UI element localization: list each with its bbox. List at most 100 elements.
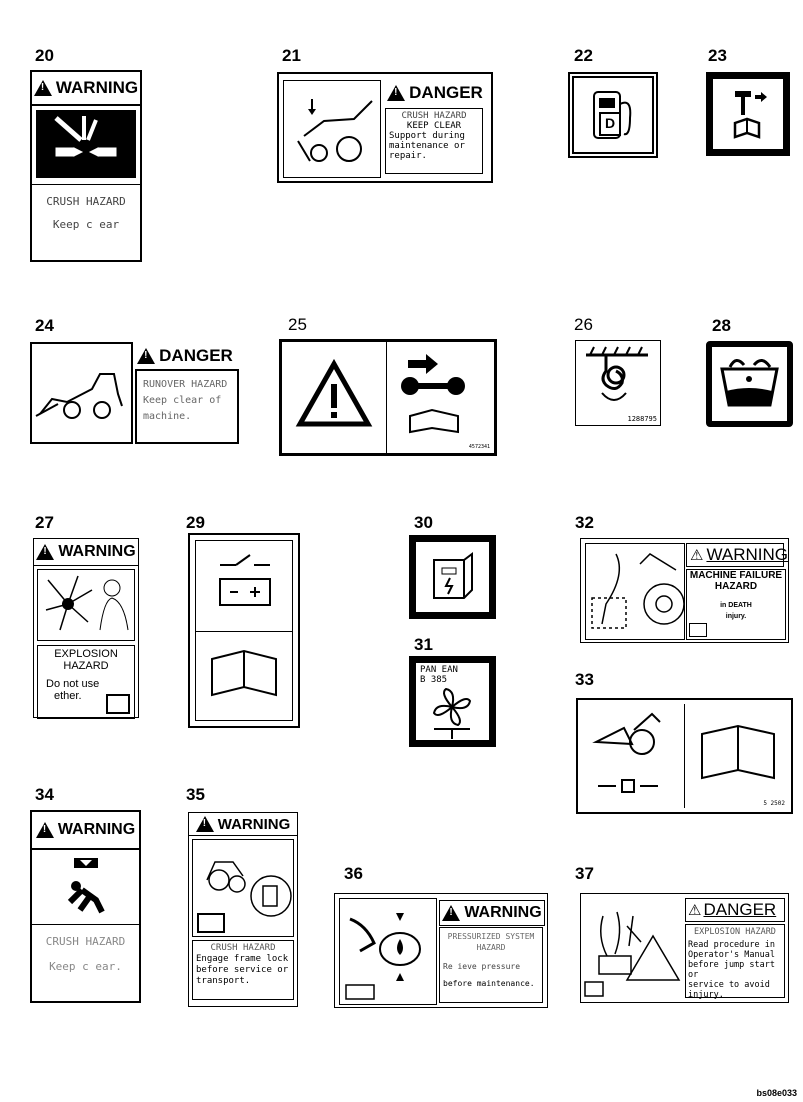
- instruction-line: before service or: [196, 965, 289, 975]
- instruction-line: transport.: [196, 976, 251, 986]
- danger-header: DANGER: [383, 80, 487, 106]
- header-text: DANGER: [159, 346, 233, 365]
- battery-switch-icon: [219, 554, 271, 606]
- decal-25-read-manual: 4572341: [279, 339, 497, 456]
- header-text: DANGER: [409, 83, 483, 102]
- book-icon: [211, 649, 277, 697]
- label-number: 29: [186, 513, 205, 532]
- decal-24-runover-text: RUNOVER HAZARD Keep clear of machine.: [135, 369, 239, 444]
- book-icon: [689, 623, 707, 637]
- crush-pictogram: [36, 110, 136, 178]
- label-number: 35: [186, 785, 205, 804]
- hazard-title: MACHINE FAILURE: [689, 570, 783, 581]
- decal-33-bucket-clearance: 5 2502: [576, 698, 793, 814]
- hazard-title: CRUSH HAZARD: [46, 195, 126, 208]
- hazard-title: CRUSH HAZARD: [401, 111, 467, 121]
- decal-22-diesel-fuel: D: [568, 72, 658, 158]
- battery-explosion-pictogram: [584, 911, 681, 997]
- figure-reference: bs08e033: [756, 1088, 797, 1098]
- decal-30-fuse-box: [409, 535, 496, 619]
- header-text: DANGER: [703, 900, 777, 919]
- book-icon: [197, 913, 225, 933]
- hazard-title: RUNOVER HAZARD: [143, 379, 228, 390]
- lifting-hook-icon: [586, 346, 648, 401]
- hazard-title: CRUSH HAZARD: [45, 935, 126, 948]
- hazard-title: CRUSH HAZARD: [210, 943, 276, 953]
- instruction-line: service to avoid: [688, 980, 770, 990]
- instruction-line: injury.: [688, 990, 724, 1000]
- label-number: 22: [574, 46, 593, 65]
- warning-triangle-icon: [295, 358, 373, 427]
- decal-23-service-manual: [706, 72, 790, 156]
- instruction-line: Keep clear of: [143, 395, 222, 406]
- warning-header: ⚠ WARNING: [686, 543, 788, 567]
- fan-label: PAN EAN: [420, 665, 458, 675]
- fan-spec: B 385: [420, 675, 448, 685]
- label-number: 37: [575, 864, 594, 883]
- decal-26-lift-point: 1288795: [575, 340, 661, 426]
- decal-35-frame-lock: WARNING CRUSH HAZARD Engage frame lock b…: [188, 812, 298, 1007]
- alert-triangle-icon: [36, 544, 55, 560]
- label-number: 21: [282, 46, 301, 65]
- instruction-line: before jump start or: [688, 960, 775, 980]
- part-code: 1288795: [627, 415, 657, 423]
- alert-triangle-icon: [35, 822, 54, 838]
- label-number: 26: [574, 315, 593, 334]
- fan-icon: [432, 687, 472, 739]
- warning-header: WARNING: [439, 900, 545, 926]
- danger-header: ⚠ DANGER: [685, 898, 785, 922]
- hazard-title: HAZARD: [63, 660, 109, 672]
- alert-triangle-icon: [442, 905, 461, 921]
- label-number: 28: [712, 316, 731, 335]
- arrow-wrench-book-icon: [401, 354, 465, 434]
- explosion-pictogram: [37, 569, 135, 641]
- label-number: 23: [708, 46, 727, 65]
- instruction-line: maintenance or: [389, 141, 465, 151]
- frame-lock-pictogram: [192, 839, 294, 937]
- decal-24-runover-pictogram: [30, 342, 133, 444]
- instruction-line: Read procedure in: [688, 940, 775, 950]
- header-text: WARNING: [706, 545, 788, 564]
- instruction-line: machine.: [143, 411, 192, 422]
- hammer-icon: [735, 91, 767, 115]
- warning-header: WARNING: [32, 72, 140, 106]
- label-number: 24: [35, 316, 54, 335]
- header-text: WARNING: [57, 821, 136, 838]
- header-text: WARNING: [55, 78, 139, 97]
- hazard-instruction: Keep c ear: [52, 218, 120, 231]
- hazard-instruction: Keep c ear.: [49, 960, 122, 973]
- electrical-box-icon: [433, 552, 473, 599]
- hazard-title: HAZARD: [714, 581, 758, 592]
- instruction-line: injury.: [725, 613, 747, 620]
- alert-triangle-icon: [387, 85, 406, 101]
- alert-triangle-icon: [195, 816, 214, 832]
- book-icon: [106, 694, 130, 714]
- windshield-washer-icon: [720, 359, 779, 407]
- instruction-line: Support during: [389, 131, 465, 141]
- label-number: 30: [414, 513, 433, 532]
- diesel-letter: D: [599, 112, 621, 136]
- instruction-line: Engage frame lock: [196, 954, 289, 964]
- part-code: 4572341: [468, 444, 490, 450]
- label-number: 31: [414, 635, 433, 654]
- decal-29-battery-disconnect: [188, 533, 300, 728]
- book-icon: [701, 724, 775, 780]
- label-number: 27: [35, 513, 54, 532]
- accumulator-pictogram: [339, 898, 437, 1005]
- warning-header: WARNING: [32, 812, 139, 850]
- alert-triangle-outline-icon: ⚠: [688, 902, 702, 919]
- warning-header: WARNING: [34, 539, 138, 566]
- loader-arm-pictogram: [283, 80, 381, 178]
- falling-object-icon: [67, 858, 105, 914]
- decal-20-crush-hazard-warning: WARNING CRUSH HAZARD Keep c ear: [30, 70, 142, 262]
- hazard-title: HAZARD: [476, 943, 506, 952]
- instruction-line: repair.: [389, 151, 427, 161]
- instruction-line: Re ieve pressure: [443, 962, 521, 971]
- decal-37-explosion-danger: ⚠ DANGER EXPLOSION HAZARD Read procedure…: [580, 893, 789, 1003]
- book-icon: [733, 117, 761, 139]
- header-text: WARNING: [58, 543, 136, 560]
- label-number: 20: [35, 46, 54, 65]
- instruction-line: Operator's Manual: [688, 950, 775, 960]
- label-number: 33: [575, 670, 594, 689]
- label-number: 34: [35, 785, 54, 804]
